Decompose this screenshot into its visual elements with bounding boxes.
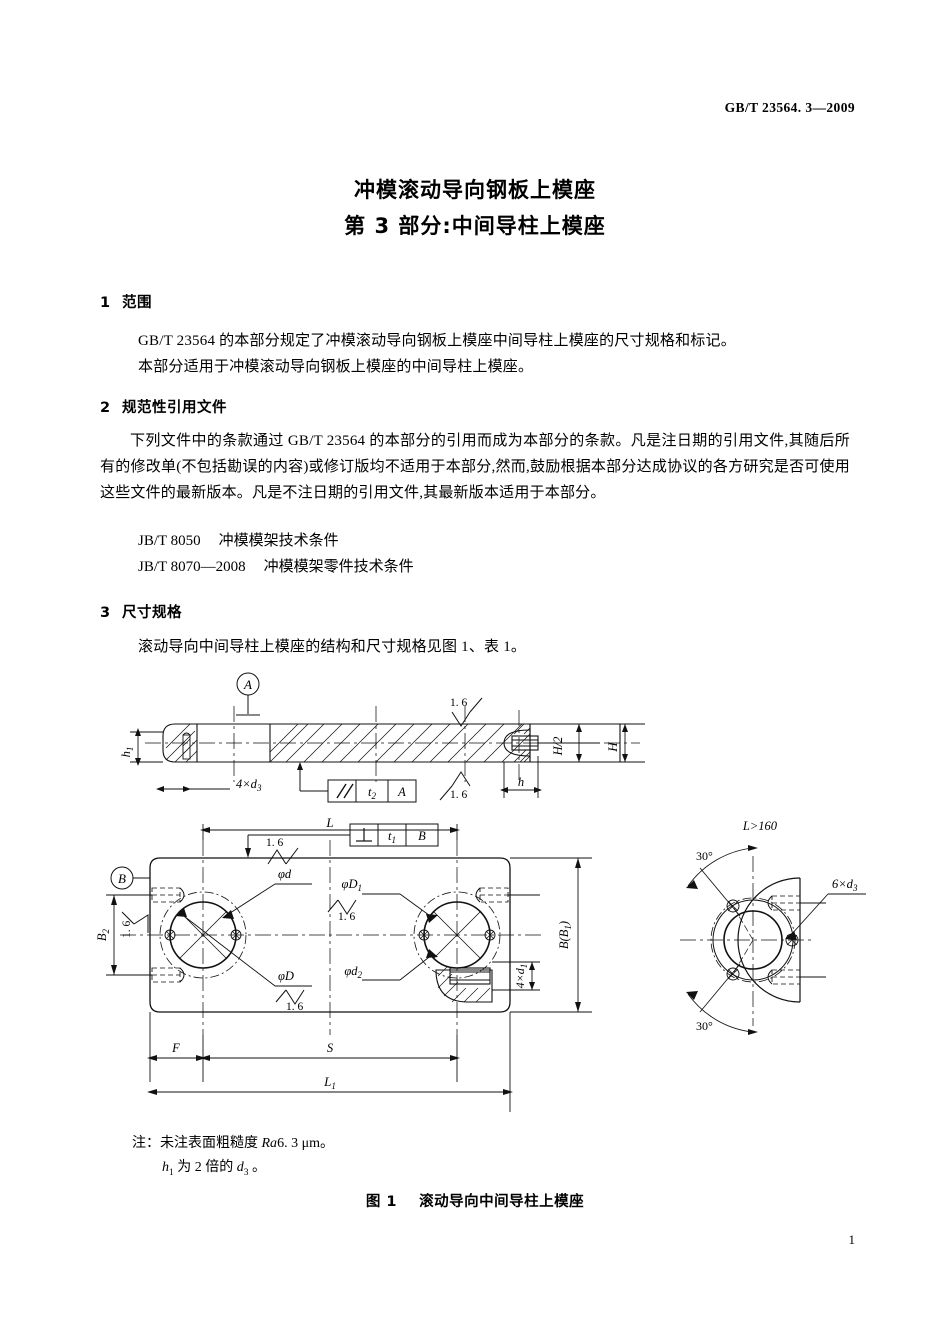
roughness-top-label: 1. 6 bbox=[450, 697, 468, 709]
tol-parallel-datum: A bbox=[397, 785, 406, 799]
figure-caption-label: 图 1 bbox=[365, 1194, 397, 1210]
section-title-1: 范围 bbox=[122, 295, 152, 311]
standard-number: GB/T 23564. 3—2009 bbox=[724, 100, 855, 115]
figure-note-2: h1 为 2 倍的 d3 。 bbox=[162, 1160, 267, 1178]
elevation-view: A h1 4×d3 bbox=[119, 672, 645, 803]
figure-caption: 图 1 滚动导向中间导柱上模座 bbox=[0, 1190, 950, 1211]
figure-caption-text: 滚动导向中间导柱上模座 bbox=[419, 1194, 585, 1210]
dim-H-label: H bbox=[605, 742, 620, 753]
dia-d-label: φd bbox=[278, 867, 292, 881]
reference-name-2: 冲模模架零件技术条件 bbox=[263, 559, 414, 575]
section-3-para-1: 滚动导向中间导柱上模座的结构和尺寸规格见图 1、表 1。 bbox=[138, 639, 527, 655]
section-heading-1: 1 范围 bbox=[100, 291, 152, 312]
width-B-label: B(B1) bbox=[557, 921, 573, 949]
section-heading-3: 3 尺寸规格 bbox=[100, 601, 182, 622]
page-title: 冲模滚动导向钢板上模座 第 3 部分:中间导柱上模座 bbox=[0, 172, 950, 244]
detail-view-l160: L>160 bbox=[680, 819, 866, 1035]
section-2-para-1: 下列文件中的条款通过 GB/T 23564 的本部分的引用而成为本部分的条款。凡… bbox=[100, 433, 850, 501]
title-line-1: 冲模滚动导向钢板上模座 bbox=[354, 178, 596, 202]
running-head: GB/T 23564. 3—2009 bbox=[0, 100, 855, 116]
len-L1-label: L1 bbox=[323, 1074, 336, 1091]
reference-name-1: 冲模模架技术条件 bbox=[218, 533, 339, 549]
page-number: 1 bbox=[848, 1232, 856, 1247]
dim-h-label: h bbox=[518, 775, 524, 789]
section-number-2: 2 bbox=[100, 400, 111, 416]
dia-d2-label: φd2 bbox=[344, 964, 362, 980]
holes-4xd3-label: 4×d3 bbox=[236, 777, 262, 793]
dia-D-label: φD bbox=[278, 969, 294, 983]
normative-reference-1: JB/T 8050 冲模模架技术条件 bbox=[138, 528, 339, 554]
section-title-2: 规范性引用文件 bbox=[122, 400, 227, 416]
section-title-3: 尺寸规格 bbox=[122, 605, 182, 621]
roughness-bottom-label: 1. 6 bbox=[450, 789, 468, 801]
normative-reference-2: JB/T 8070—2008 冲模模架零件技术条件 bbox=[138, 554, 414, 580]
tol-perp-datum: B bbox=[418, 829, 426, 843]
tol-parallel-value: t2 bbox=[368, 785, 376, 801]
reference-code-2: JB/T 8070—2008 bbox=[138, 559, 246, 575]
dim-h-half-label: H/2 bbox=[551, 737, 565, 757]
section-number-3: 3 bbox=[100, 605, 111, 621]
dim-S-label: S bbox=[327, 1041, 334, 1055]
holes-4xd1-label: 4×d1 bbox=[513, 964, 529, 989]
datum-a-label: A bbox=[243, 677, 252, 692]
section-heading-2: 2 规范性引用文件 bbox=[100, 396, 227, 417]
angle-top-label: 30° bbox=[696, 849, 713, 863]
len-L-label: L bbox=[325, 815, 333, 830]
datum-b-label: B bbox=[118, 871, 126, 886]
section-number-1: 1 bbox=[100, 295, 111, 311]
dim-F-label: F bbox=[171, 1041, 180, 1055]
section-1-para-2: 本部分适用于冲模滚动导向钢板上模座的中间导柱上模座。 bbox=[138, 359, 534, 375]
roughness-phiD1-label: 1. 6 bbox=[338, 911, 356, 923]
figure-1: A h1 4×d3 bbox=[95, 662, 940, 1210]
roughness-phiD-label: 1. 6 bbox=[286, 1001, 304, 1013]
figure-note-1: 注：未注表面粗糙度 Ra6. 3 μm。 bbox=[132, 1136, 334, 1151]
angle-bottom-label: 30° bbox=[696, 1019, 713, 1033]
plan-view: B t1 B φd bbox=[95, 815, 866, 1112]
dia-D1-label: φD1 bbox=[342, 877, 362, 893]
roughness-plan-top-label: 1. 6 bbox=[266, 837, 284, 849]
width-B2-label: B2 bbox=[95, 928, 111, 941]
section-1-para-1: GB/T 23564 的本部分规定了冲模滚动导向钢板上模座中间导柱上模座的尺寸规… bbox=[138, 333, 736, 349]
detail-title-label: L>160 bbox=[742, 819, 778, 833]
dim-h1-label: h1 bbox=[119, 747, 135, 758]
tol-perp-value: t1 bbox=[388, 829, 396, 845]
roughness-plan-left-label: 1. 6 bbox=[121, 921, 133, 939]
reference-code-1: JB/T 8050 bbox=[138, 533, 201, 549]
holes-6xd3-label: 6×d3 bbox=[832, 877, 858, 893]
title-line-2: 第 3 部分:中间导柱上模座 bbox=[344, 214, 606, 238]
